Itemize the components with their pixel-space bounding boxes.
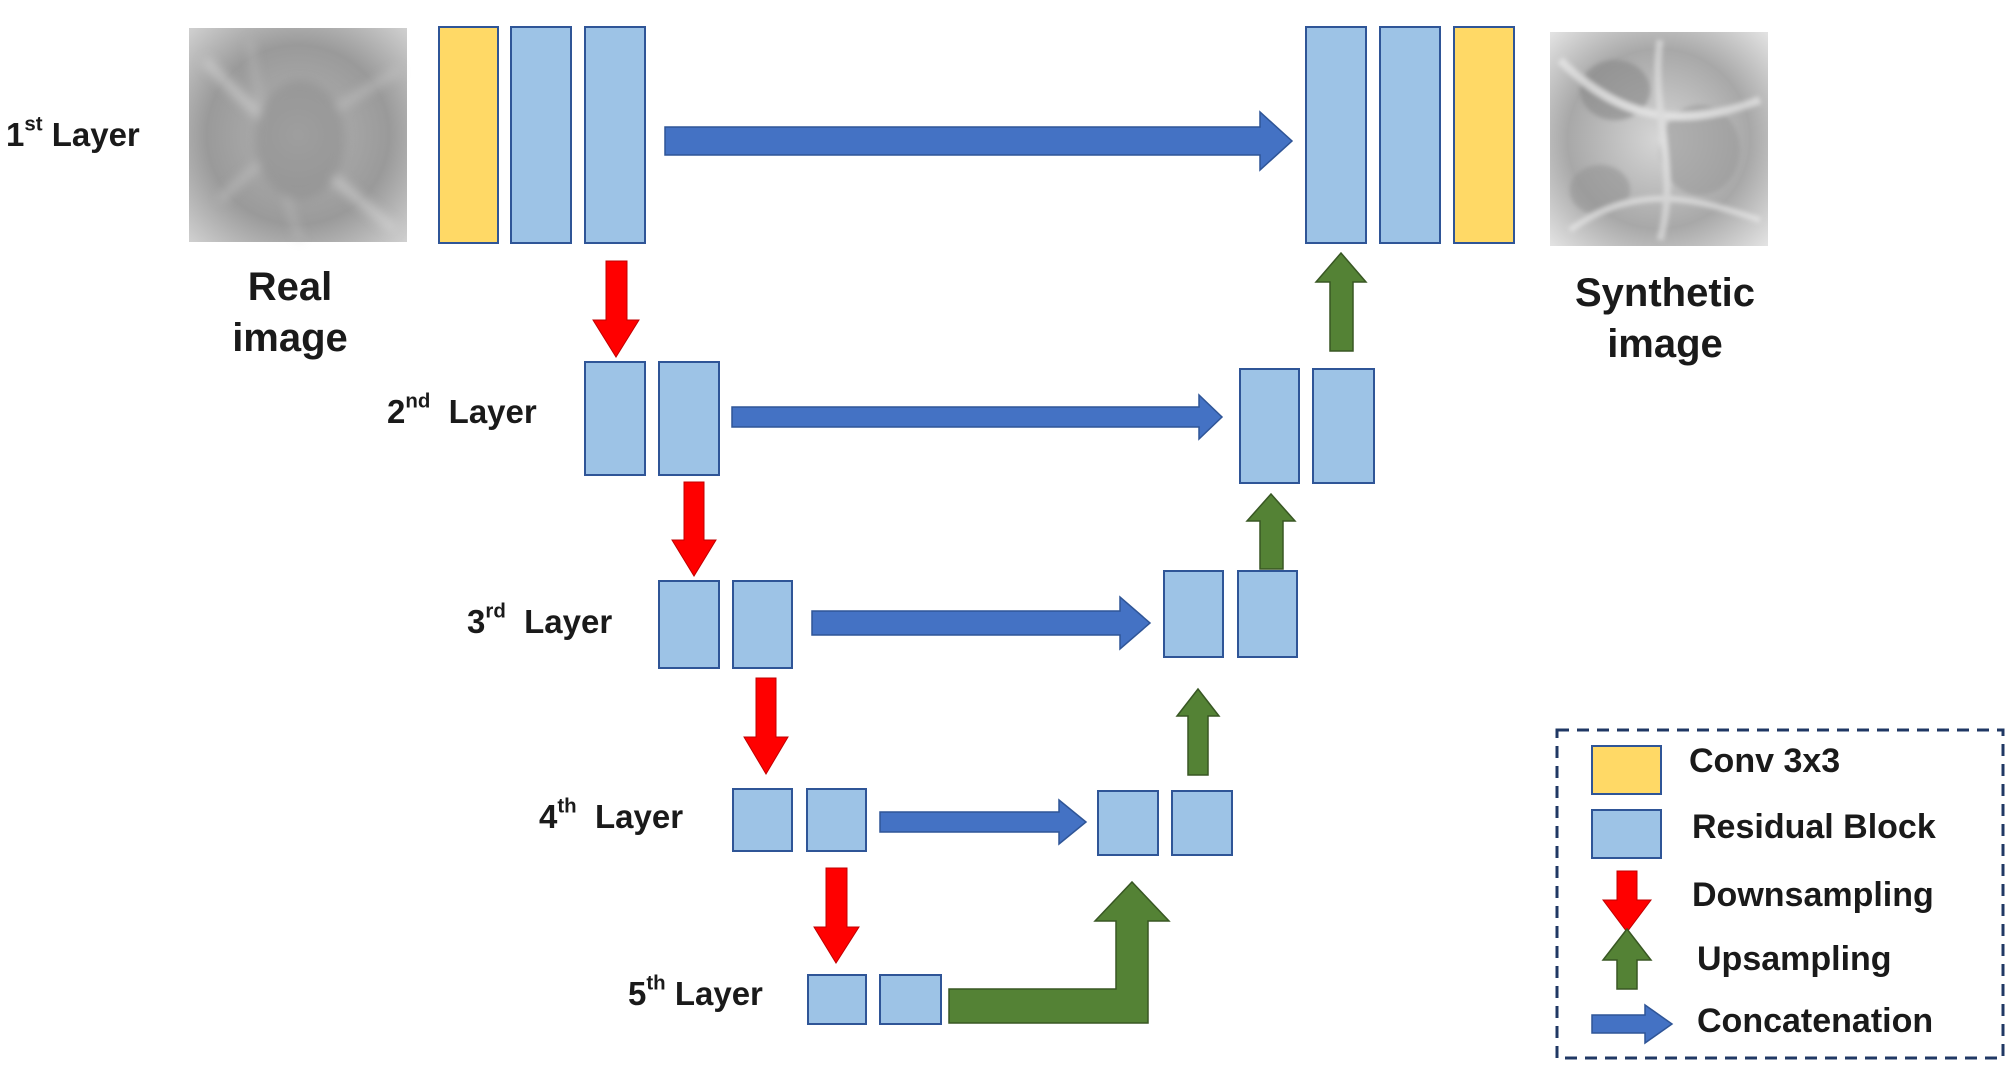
- layer-number-4: 4: [539, 798, 558, 835]
- residual-block-encoder-4a: [732, 788, 793, 852]
- legend-residual-label: Residual Block: [1692, 808, 1936, 846]
- layer-suffix-5: th: [646, 971, 666, 995]
- legend-downsampling-label: Downsampling: [1692, 876, 1934, 914]
- legend-downsampling-arrow-icon: [1602, 870, 1652, 933]
- concatenation-arrow-layer-4: [879, 798, 1088, 846]
- upsampling-arrow-3-to-2: [1245, 492, 1297, 570]
- layer-word-4: Layer: [595, 798, 684, 835]
- layer-number-2: 2: [387, 393, 406, 430]
- real-image-caption-line1: Real: [247, 265, 333, 309]
- legend-concatenation-arrow-icon: [1591, 1003, 1674, 1045]
- real-image-caption-line2: image: [232, 316, 348, 361]
- upsampling-arrow-4-to-3: [1175, 687, 1221, 776]
- residual-block-encoder-1a: [510, 26, 572, 244]
- layer-number-1: 1: [6, 116, 25, 153]
- layer-label-3: 3rd Layer: [467, 599, 613, 641]
- legend-conv-label: Conv 3x3: [1689, 742, 1841, 780]
- upsampling-arrow-2-to-1: [1314, 251, 1368, 352]
- conv-block-encoder-1: [438, 26, 499, 244]
- residual-block-decoder-1a: [1305, 26, 1367, 244]
- residual-block-decoder-3a: [1163, 570, 1224, 658]
- residual-block-encoder-2a: [584, 361, 646, 476]
- legend-upsampling-label: Upsampling: [1697, 940, 1892, 978]
- layer-suffix-1: st: [24, 112, 43, 136]
- layer-label-2: 2nd Layer: [387, 389, 537, 431]
- synthetic-image-caption: Synthetic image: [1540, 268, 1790, 370]
- residual-block-encoder-3b: [732, 580, 793, 669]
- residual-block-encoder-1b: [584, 26, 646, 244]
- conv-block-decoder-1: [1453, 26, 1515, 244]
- synthetic-image-caption-line1: Synthetic: [1574, 271, 1756, 315]
- upsampling-arrow-5-to-4: [948, 880, 1171, 1024]
- layer-label-4: 4th Layer: [539, 794, 684, 836]
- layer-number-5: 5: [628, 975, 647, 1012]
- residual-block-decoder-2a: [1239, 368, 1300, 484]
- legend-conv-swatch: [1591, 745, 1662, 795]
- residual-block-bottleneck-5b: [879, 974, 942, 1025]
- concatenation-arrow-layer-3: [811, 595, 1152, 651]
- concatenation-arrow-layer-2: [731, 393, 1224, 441]
- layer-suffix-2: nd: [405, 389, 431, 413]
- layer-word-2: Layer: [448, 393, 537, 430]
- layer-label-1: 1st Layer: [6, 112, 140, 154]
- legend-residual-swatch: [1591, 809, 1662, 859]
- residual-block-decoder-4a: [1097, 790, 1159, 856]
- layer-word-3: Layer: [524, 603, 613, 640]
- layer-word-1: Layer: [51, 116, 140, 153]
- downsampling-arrow-1-to-2: [592, 260, 640, 358]
- legend-box: [1555, 728, 2005, 1060]
- legend-concatenation-label: Concatenation: [1697, 1002, 1934, 1040]
- residual-block-decoder-1b: [1379, 26, 1441, 244]
- synthetic-image-caption-line2: image: [1607, 322, 1723, 367]
- residual-block-decoder-3b: [1237, 570, 1298, 658]
- downsampling-arrow-4-to-5: [813, 867, 860, 964]
- layer-number-3: 3: [467, 603, 486, 640]
- layer-suffix-3: rd: [485, 599, 506, 623]
- synthetic-image: [1550, 32, 1768, 246]
- concatenation-arrow-layer-1: [664, 110, 1294, 172]
- residual-block-decoder-2b: [1312, 368, 1375, 484]
- residual-block-encoder-4b: [806, 788, 867, 852]
- residual-block-encoder-2b: [658, 361, 720, 476]
- downsampling-arrow-3-to-4: [743, 677, 789, 775]
- residual-block-bottleneck-5a: [807, 974, 867, 1025]
- residual-block-decoder-4b: [1171, 790, 1233, 856]
- residual-block-encoder-3a: [658, 580, 720, 669]
- layer-label-5: 5th Layer: [628, 971, 763, 1013]
- real-image: [189, 28, 407, 242]
- layer-suffix-4: th: [557, 794, 577, 818]
- legend-upsampling-arrow-icon: [1601, 927, 1653, 990]
- real-image-caption: Real image: [200, 262, 380, 364]
- downsampling-arrow-2-to-3: [671, 481, 717, 577]
- layer-word-5: Layer: [674, 975, 763, 1012]
